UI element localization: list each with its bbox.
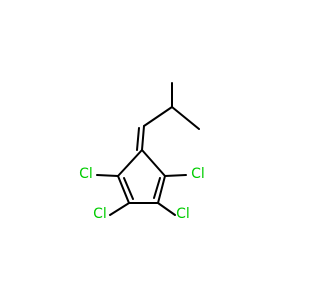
bond-c-cl-lower-right: [157, 202, 176, 216]
bond-methyl-right: [171, 106, 200, 130]
background: [0, 0, 300, 300]
ring-bond-c2-c3-inner: [123, 177, 134, 200]
bond-c-cl-upper-left: [96, 174, 119, 177]
bond-c-cl-lower-left: [109, 202, 130, 216]
ring-bond-c4-c5-inner: [153, 177, 161, 199]
chlorine-label-lower-right: Cl: [176, 206, 190, 222]
ring-bond-c1-c5: [141, 149, 166, 177]
ring-bond-c4-c5: [157, 175, 166, 204]
chlorine-label-upper-left: Cl: [79, 166, 93, 182]
ring-bond-c1-c2: [117, 149, 143, 177]
exocyclic-double-bond-inner: [136, 127, 140, 151]
chlorine-label-upper-right: Cl: [191, 166, 205, 182]
exocyclic-double-bond: [141, 125, 145, 151]
molecule-structure: Cl Cl Cl Cl: [0, 0, 300, 300]
ring-bond-c2-c3: [117, 175, 130, 204]
bond-c-cl-upper-right: [164, 174, 187, 177]
bond-ch-ch: [143, 106, 173, 127]
chlorine-label-lower-left: Cl: [93, 206, 107, 222]
